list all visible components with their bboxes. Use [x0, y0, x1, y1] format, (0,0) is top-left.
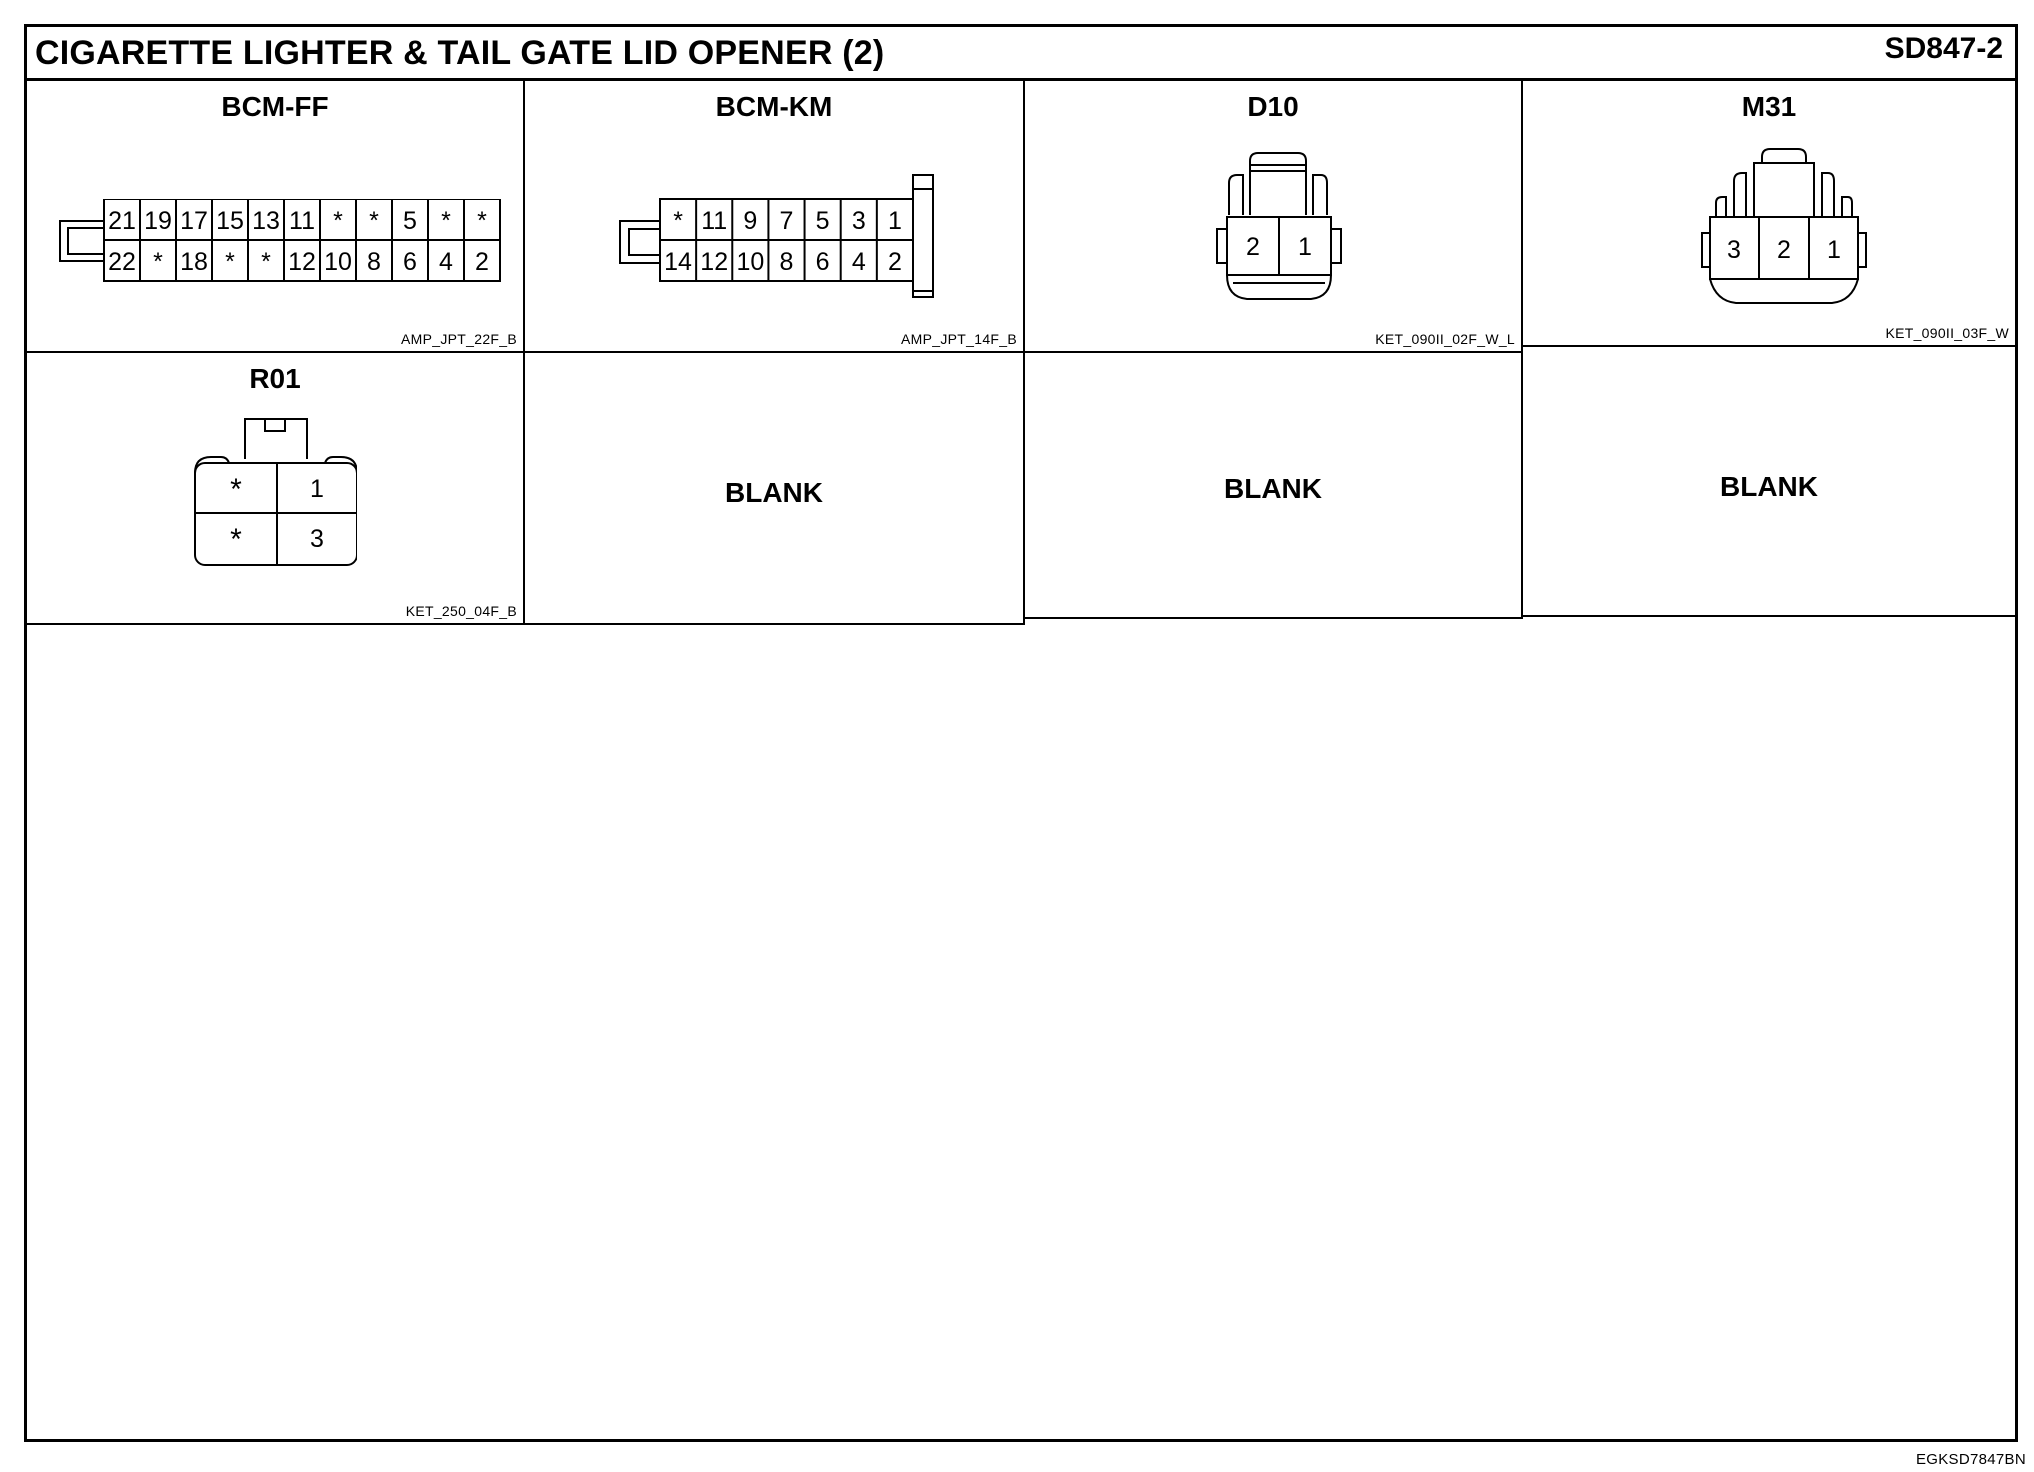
- pin-label: 10: [736, 248, 764, 276]
- connector-name: BCM-KM: [715, 91, 833, 122]
- pin-label: 15: [216, 207, 244, 235]
- connector-cell-d10: D10 2 1 KET_090II_02F_W_L: [1025, 81, 1523, 353]
- pin-label: 6: [816, 248, 830, 276]
- pin-label: 14: [664, 248, 692, 276]
- pin-label: 4: [439, 248, 453, 276]
- pin-label: *: [230, 523, 242, 556]
- connector-name: BCM-FF: [221, 91, 329, 122]
- connector-d10-diagram: 2 1: [1216, 152, 1342, 300]
- blank-cell: BLANK: [1523, 347, 2015, 617]
- connector-cell-r01: R01 * 1 * 3 KET_250_04F_B: [27, 353, 525, 625]
- pin-label: 12: [288, 248, 316, 276]
- pin-label: 2: [1246, 233, 1260, 261]
- page-title: CIGARETTE LIGHTER & TAIL GATE LID OPENER…: [35, 34, 885, 72]
- pin-label: 3: [310, 525, 324, 553]
- connector-m31-diagram: 3 2 1: [1701, 148, 1867, 304]
- blank-label: BLANK: [1224, 473, 1322, 504]
- connector-cell-m31: M31 3 2 1 KET_090II_03F_W: [1523, 81, 2015, 347]
- blank-cell: BLANK: [1025, 347, 1523, 619]
- pin-label: 13: [252, 207, 280, 235]
- pin-label: 11: [289, 207, 315, 235]
- pin-label: 2: [475, 248, 489, 276]
- pin-label: 1: [310, 475, 324, 503]
- blank-label: BLANK: [725, 477, 823, 508]
- pin-label: 5: [816, 207, 830, 235]
- pin-label: 2: [888, 248, 902, 276]
- connector-name: R01: [249, 363, 301, 394]
- pin-label: 9: [743, 207, 757, 235]
- pin-label: *: [441, 207, 451, 235]
- pin-label: 18: [180, 248, 208, 276]
- pin-label: *: [333, 207, 343, 235]
- pin-label: 3: [852, 207, 866, 235]
- blank-cell: BLANK: [525, 353, 1025, 625]
- pin-label: *: [261, 248, 271, 276]
- document-code: EGKSD7847BN: [1915, 1451, 2026, 1468]
- pin-label: 6: [403, 248, 417, 276]
- connector-name: M31: [1741, 91, 1797, 122]
- pin-label: 1: [888, 207, 902, 235]
- diagram-frame: CIGARETTE LIGHTER & TAIL GATE LID OPENER…: [24, 24, 2018, 1442]
- pin-label: 1: [1298, 233, 1312, 261]
- pin-label: 22: [108, 248, 136, 276]
- connector-type: AMP_JPT_14F_B: [901, 331, 1017, 347]
- connector-r01-diagram: * 1 * 3: [194, 418, 357, 566]
- pin-label: 2: [1777, 236, 1791, 264]
- pin-label: *: [230, 473, 242, 506]
- pin-label: 8: [780, 248, 794, 276]
- pin-label: 8: [367, 248, 381, 276]
- connector-name: D10: [1247, 91, 1299, 122]
- pin-label: 17: [180, 207, 208, 235]
- blank-label: BLANK: [1720, 471, 1818, 502]
- pin-label: *: [673, 207, 683, 235]
- pin-label: 12: [700, 248, 728, 276]
- diagram-code: SD847-2: [1884, 32, 2003, 65]
- pin-label: 21: [108, 207, 136, 235]
- pin-label: 7: [780, 207, 794, 235]
- pin-label: 3: [1727, 236, 1741, 264]
- connector-type: KET_250_04F_B: [405, 603, 517, 619]
- pin-label: *: [225, 248, 235, 276]
- pin-label: 1: [1827, 236, 1841, 264]
- pin-label: 11: [701, 207, 727, 235]
- pin-label: *: [153, 248, 163, 276]
- pin-label: 19: [144, 207, 172, 235]
- connector-type: KET_090II_03F_W: [1885, 325, 2009, 341]
- connector-type: AMP_JPT_22F_B: [401, 331, 517, 347]
- pin-label: 10: [324, 248, 352, 276]
- pin-label: 5: [403, 207, 417, 235]
- connector-type: KET_090II_02F_W_L: [1375, 331, 1515, 347]
- header-bar: CIGARETTE LIGHTER & TAIL GATE LID OPENER…: [27, 27, 2015, 81]
- pin-label: *: [369, 207, 379, 235]
- pin-label: 4: [852, 248, 866, 276]
- pin-label: *: [477, 207, 487, 235]
